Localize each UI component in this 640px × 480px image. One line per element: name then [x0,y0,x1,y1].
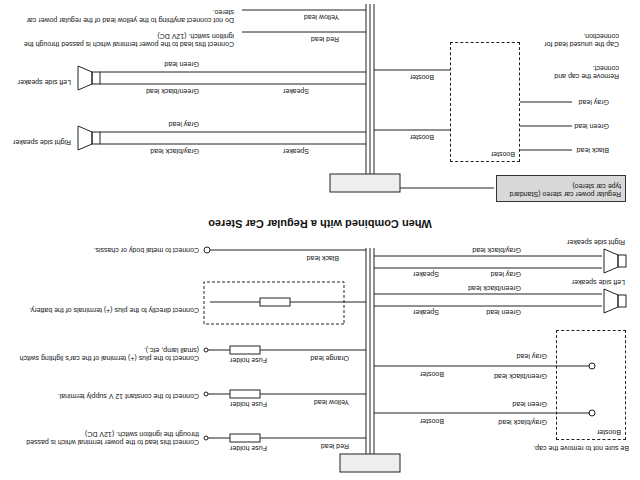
lead-label: Connect this lead to the power terminal … [8,31,235,48]
lead-label: Gray/black lead [471,246,522,254]
lead-label: Gray lead [168,120,200,128]
lead-label: Black lead [576,146,610,154]
lead-label: Gray lead [516,352,548,360]
lead-label: Green lead [485,308,522,316]
lead-label: Green/black lead [467,284,522,292]
lead-label: Fuse holder [229,400,268,408]
lead-label: Gray lead [578,98,610,106]
lead-label: Speaker [282,87,310,95]
lead-label: Yellow lead [303,13,340,21]
lead-label: Booster [419,417,445,425]
lead-label: Do not connect anything to the yellow le… [8,7,235,24]
fuse-symbol [230,434,260,442]
lead-label: Gray lead [490,270,522,278]
lead-label: Left side speaker [8,78,72,86]
lead-label: Green lead [573,122,610,130]
lead-label: Left side speaker [554,278,626,286]
lead-label: Speaker [412,270,440,278]
fuse-symbol [260,298,290,306]
lead-label: Green lead [163,60,200,68]
stereo-box: Regular power car stereo (Standard type … [496,175,626,202]
unit-connector [330,174,400,192]
lead-label: Green lead [511,400,548,408]
battery-box [204,282,344,324]
lead-label: Red lead [320,442,350,450]
speaker-symbol [92,72,100,84]
lead-label: Fuse holder [229,444,268,452]
booster-box: Booster [450,42,520,162]
lead-label: Green/black lead [145,87,200,95]
speaker-symbol [618,295,626,307]
box-text: Booster [557,425,625,439]
booster-box: Booster [556,330,626,440]
speaker-symbol [92,132,100,144]
lead-label: Cap the unused lead for connection. [528,31,620,48]
fuse-symbol [230,346,260,354]
lead-label: Connect to the constant 12 V supply term… [13,392,200,400]
lead-label: Connect to the plus (+) terminal of the … [13,345,200,362]
lead-label: Remove the cap and connect. [528,63,620,80]
lead-label: Orange lead [309,354,350,362]
lead-label: Booster [419,370,445,378]
lead-label: Green/black lead [493,372,548,380]
lead-label: Black lead [306,254,340,262]
lead-label: Booster [409,133,435,141]
box-text: Booster [451,147,519,161]
lead-label: Connect directly to the plus (+) termina… [13,306,200,314]
lead-label: Connect to metal body or chassis. [13,246,200,254]
ground-terminal [204,247,210,253]
box-text: Regular power car stereo (Standard type … [497,178,625,201]
lead-label: Speaker [412,308,440,316]
lead-label: Gray/black lead [149,147,200,155]
speaker-symbol [618,255,626,267]
lead-label: Right side speaker [554,238,626,246]
lead-label: Be sure not to remove the cap. [508,444,630,452]
lead-label: Speaker [282,147,310,155]
section-heading: When Combined with a Regular Car Stereo [0,218,640,230]
lead-label: Red lead [310,35,340,43]
lead-label: Booster [409,73,435,81]
lead-label: Fuse holder [229,356,268,364]
fuse-symbol [230,390,260,398]
lead-label: Yellow lead [313,398,350,406]
unit-connector [340,454,400,472]
lead-label: Right side speaker [8,138,72,146]
lead-label: Gray/black lead [497,418,548,426]
lead-label: Connect this lead to the power terminal … [13,429,200,446]
